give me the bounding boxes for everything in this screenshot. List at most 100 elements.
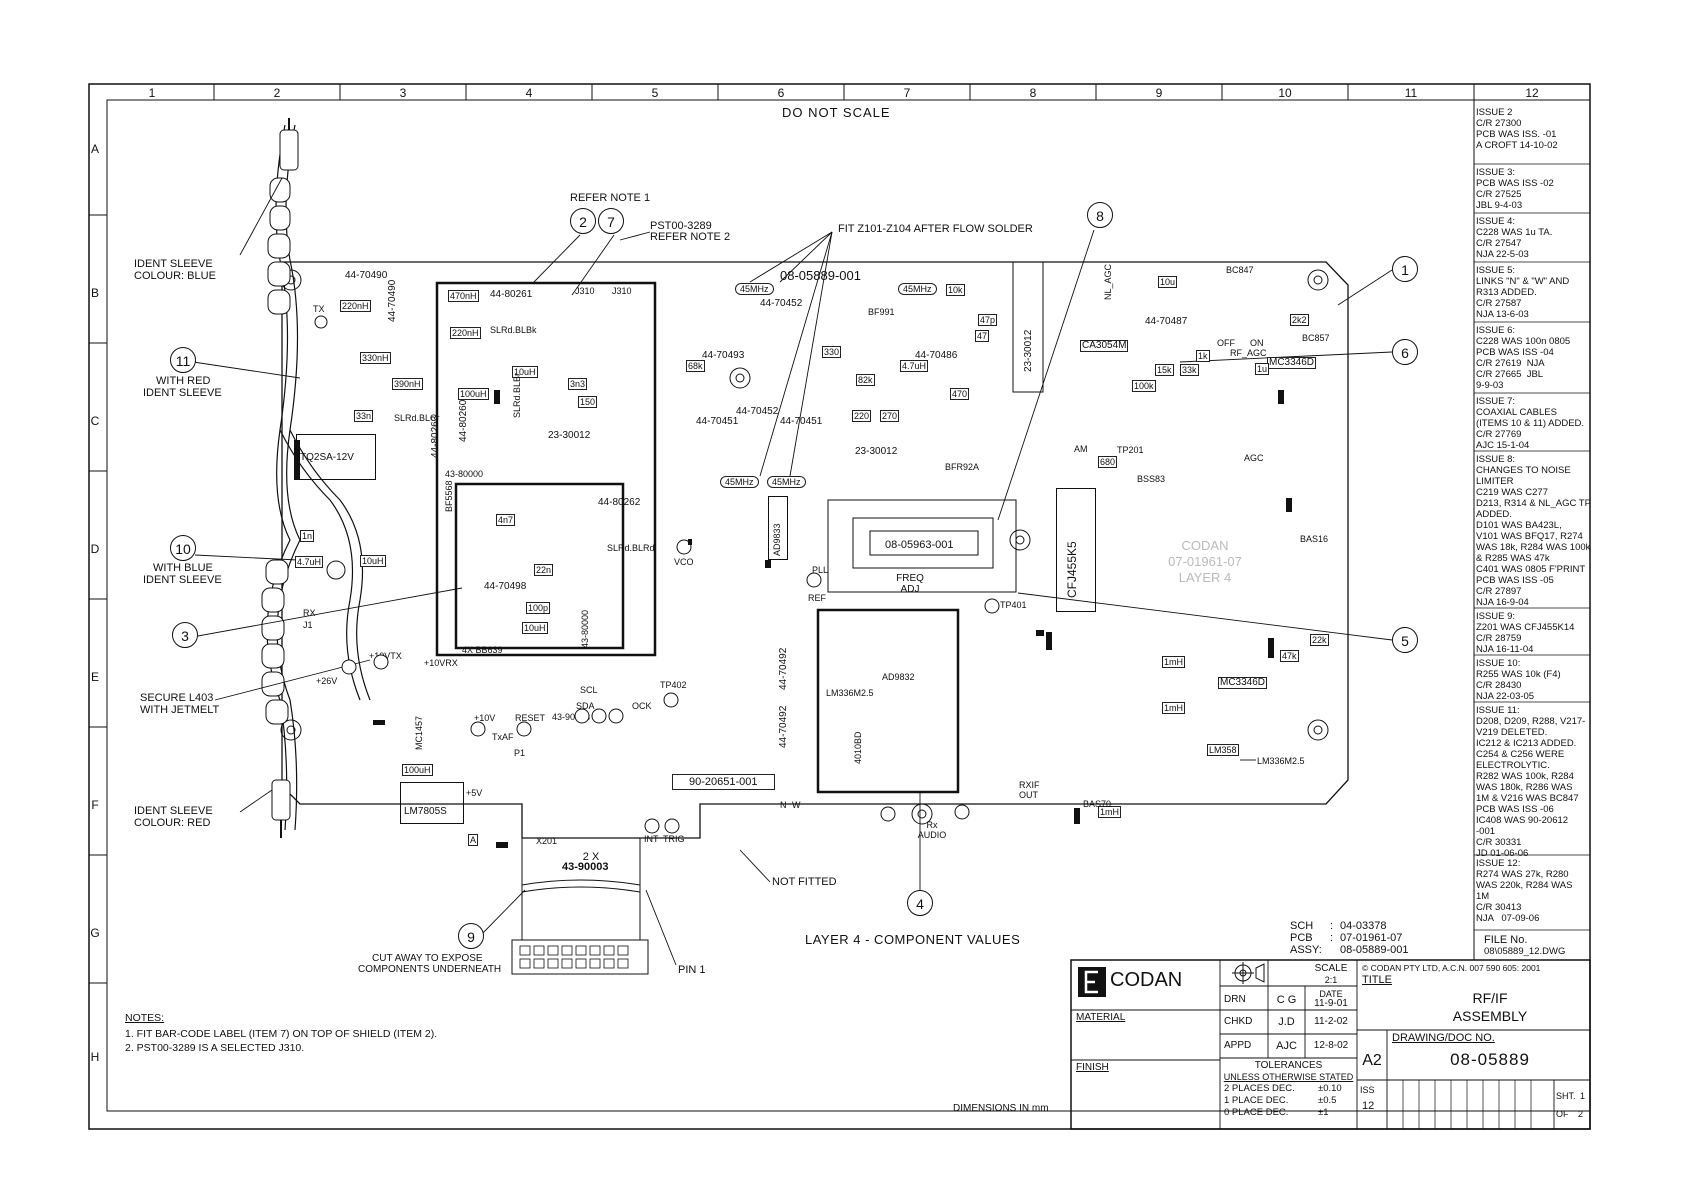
grid-row-c: C bbox=[90, 414, 100, 428]
grid-col-11: 11 bbox=[1404, 86, 1418, 100]
iss-value: 12 bbox=[1362, 1100, 1375, 1112]
module-44-70490-a: 44-70490 bbox=[345, 270, 388, 281]
tol-0-place-value: ±1 bbox=[1318, 1107, 1329, 1118]
module-44-70452-b: 44-70452 bbox=[736, 406, 779, 417]
component-4n7: 4n7 bbox=[496, 514, 516, 526]
tp-scl: SCL bbox=[580, 685, 598, 695]
module-lm7805s: LM7805S bbox=[404, 806, 447, 817]
doc-number: 08-05889 bbox=[1450, 1050, 1530, 1069]
tp-rx-audio: Rx AUDIO bbox=[917, 820, 947, 840]
grid-col-8: 8 bbox=[1029, 86, 1037, 100]
chkd-by: J.D bbox=[1278, 1016, 1295, 1028]
grid-col-7: 7 bbox=[903, 86, 911, 100]
ref-pcb-value: 07-01961-07 bbox=[1340, 932, 1403, 944]
refer-note-1: REFER NOTE 1 bbox=[570, 192, 651, 204]
module-44-70451-b: 44-70451 bbox=[780, 416, 823, 427]
copyright: © CODAN PTY LTD, A.C.N. 007 590 605: 200… bbox=[1362, 963, 1541, 973]
component-82k: 82k bbox=[856, 374, 875, 386]
module-44-70451-a: 44-70451 bbox=[696, 416, 739, 427]
blue-ident-l1: WITH BLUE bbox=[153, 562, 213, 574]
freq-marker: 45MHz bbox=[767, 476, 806, 488]
module-90-20651-001: 90-20651-001 bbox=[672, 774, 775, 790]
file-no-value: 08\05889_12.DWG bbox=[1484, 946, 1566, 957]
component-15k: 15k bbox=[1155, 364, 1174, 376]
callout-4: 4 bbox=[907, 890, 933, 916]
ref-pcb-label: PCB bbox=[1290, 932, 1313, 944]
component-220nh-b: 220nH bbox=[450, 327, 481, 339]
component-100p: 100p bbox=[526, 602, 551, 614]
tp-link-n: N bbox=[780, 800, 787, 810]
drn-date: 11-9-01 bbox=[1314, 998, 1348, 1009]
component-22k: 22k bbox=[1310, 634, 1329, 646]
callout-7: 7 bbox=[598, 208, 624, 234]
issue-10: ISSUE 10: R255 WAS 10k (F4) C/R 28430 NJ… bbox=[1476, 658, 1561, 702]
issue-9: ISSUE 9: Z201 WAS CFJ455K14 C/R 28759 NJ… bbox=[1476, 611, 1575, 655]
callout-5: 5 bbox=[1392, 627, 1418, 653]
component-relay: TQ2SA-12V bbox=[300, 452, 354, 463]
component-270: 270 bbox=[880, 410, 900, 422]
tp-10vrx: +10VRX bbox=[424, 658, 458, 668]
tol-0-place: 0 PLACE DEC. bbox=[1224, 1107, 1289, 1118]
layer-title: LAYER 4 - COMPONENT VALUES bbox=[805, 932, 1021, 947]
appd-label: APPD bbox=[1224, 1040, 1252, 1051]
notes-title: NOTES: bbox=[125, 1012, 165, 1024]
tp-int: INT bbox=[644, 834, 659, 844]
component-390nh: 390nH bbox=[392, 378, 423, 390]
tol-2-places-value: ±0.10 bbox=[1318, 1083, 1342, 1094]
tp-pll: PLL bbox=[812, 565, 829, 575]
dimensions-label: DIMENSIONS IN mm bbox=[953, 1103, 1049, 1114]
tp-off: OFF bbox=[1217, 338, 1235, 348]
callout-3: 3 bbox=[172, 622, 198, 648]
material-label: MATERIAL bbox=[1076, 1012, 1126, 1023]
freq-marker: 45MHz bbox=[735, 283, 774, 295]
component-47k: 47k bbox=[1280, 650, 1299, 662]
callout-11: 11 bbox=[170, 347, 196, 373]
sheet-size: A2 bbox=[1362, 1052, 1382, 1069]
component-bb639: 4X BB639 bbox=[462, 645, 503, 655]
tp-rx: RX bbox=[303, 608, 316, 618]
component-330: 330 bbox=[822, 346, 842, 358]
module-44-70498: 44-70498 bbox=[484, 581, 527, 592]
component-470: 470 bbox=[950, 388, 970, 400]
issue-4: ISSUE 4: C228 WAS 1u TA. C/R 27547 NJA 2… bbox=[1476, 216, 1553, 260]
grid-row-e: E bbox=[90, 670, 99, 684]
grid-col-5: 5 bbox=[651, 86, 659, 100]
grid-row-a: A bbox=[90, 142, 99, 156]
title-line2: ASSEMBLY bbox=[1452, 1008, 1528, 1024]
component-1mh-b: 1mH bbox=[1162, 702, 1186, 714]
grid-row-g: G bbox=[90, 926, 100, 940]
tp-trig: TRIG bbox=[663, 834, 685, 844]
ident-sleeve-blue-l1: IDENT SLEEVE bbox=[134, 258, 213, 270]
chkd-label: CHKD bbox=[1224, 1016, 1253, 1027]
freq-marker: 45MHz bbox=[720, 476, 759, 488]
notes-item-1: 1. FIT BAR-CODE LABEL (ITEM 7) ON TOP OF… bbox=[125, 1028, 438, 1040]
module-cfj455k5-outline bbox=[1056, 488, 1096, 612]
component-bas70: BAS70 bbox=[1083, 799, 1112, 809]
component-bss83: BSS83 bbox=[1137, 474, 1166, 484]
secure-l1: SECURE L403 bbox=[140, 692, 214, 704]
ref-sch-value: 04-03378 bbox=[1340, 920, 1387, 932]
ref-pcb-sep: : bbox=[1330, 932, 1334, 944]
ref-assy-value: 08-05889-001 bbox=[1340, 944, 1409, 956]
grid-col-4: 4 bbox=[525, 86, 533, 100]
component-22n: 22n bbox=[534, 564, 554, 576]
file-no-label: FILE No. bbox=[1484, 934, 1528, 946]
component-220: 220 bbox=[852, 410, 872, 422]
tp-tx: TX bbox=[313, 304, 325, 314]
grid-col-3: 3 bbox=[399, 86, 407, 100]
freq-adj-label: FREQ ADJ bbox=[896, 573, 924, 595]
lm336-callout: LM336M2.5 bbox=[1257, 756, 1305, 766]
pst-label-line1: PST00-3289 bbox=[650, 220, 712, 232]
tp-10v: +10V bbox=[474, 713, 496, 723]
tp-vco: VCO bbox=[674, 557, 694, 567]
tp-link-w: W bbox=[792, 800, 801, 810]
module-23-30012-a: 23-30012 bbox=[548, 430, 591, 441]
module-44-80262: 44-80262 bbox=[598, 497, 641, 508]
freq-marker: 45MHz bbox=[898, 283, 937, 295]
component-4-7uh: 4.7uH bbox=[295, 556, 324, 568]
blue-ident-l2: IDENT SLEEVE bbox=[143, 574, 222, 586]
issue-5: ISSUE 5: LINKS "N" & "W" AND R313 ADDED.… bbox=[1476, 265, 1570, 320]
drn-by: C G bbox=[1276, 994, 1297, 1006]
callout-2: 2 bbox=[570, 208, 596, 234]
